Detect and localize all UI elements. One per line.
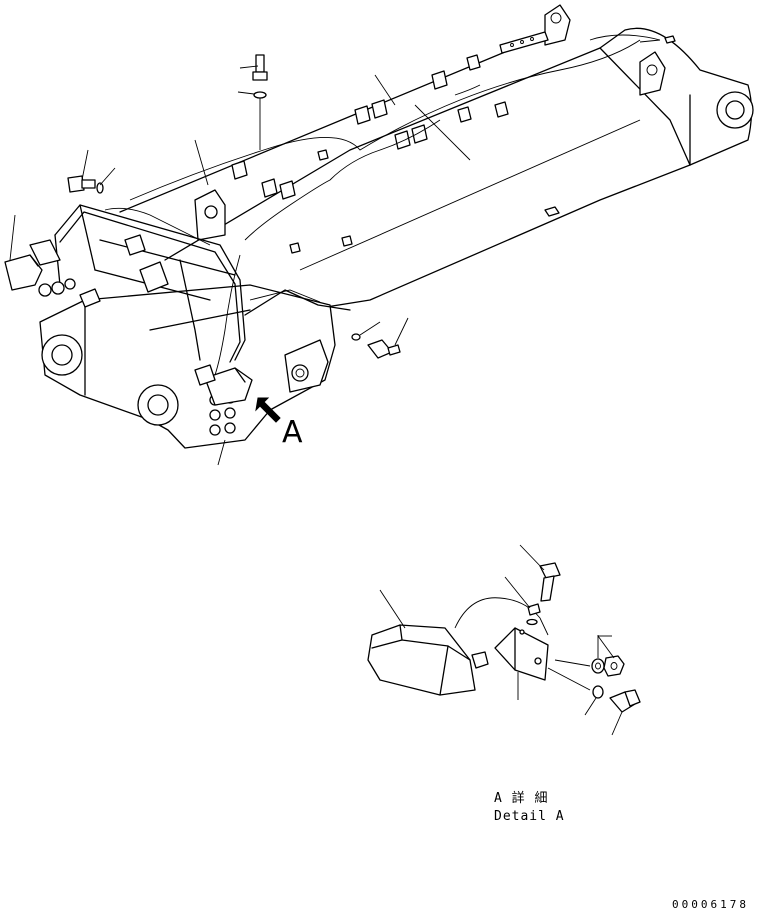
leader-lines bbox=[9, 39, 661, 466]
lamp-housing bbox=[367, 624, 489, 696]
detail-nut-washer bbox=[591, 655, 625, 677]
detail-caption-en: Detail A bbox=[494, 809, 565, 824]
left-work-light bbox=[4, 239, 76, 297]
view-a-arrow bbox=[255, 397, 281, 423]
work-light-at-a bbox=[194, 364, 253, 406]
hose-clamps bbox=[231, 54, 509, 254]
lamp-bracket bbox=[494, 627, 549, 681]
lamp-cable bbox=[454, 597, 549, 636]
boom-assembly: A bbox=[4, 4, 754, 466]
drawing-number: 00006178 bbox=[672, 898, 749, 911]
detail-a-assembly bbox=[367, 544, 641, 736]
detail-caption-jp: A 詳 細 bbox=[494, 790, 548, 806]
view-a-label: A bbox=[282, 415, 303, 450]
detail-leader-lines bbox=[379, 544, 623, 736]
wire-harness bbox=[104, 34, 661, 376]
detail-bolt-lower bbox=[592, 685, 641, 713]
detail-bolt-top bbox=[526, 562, 561, 626]
